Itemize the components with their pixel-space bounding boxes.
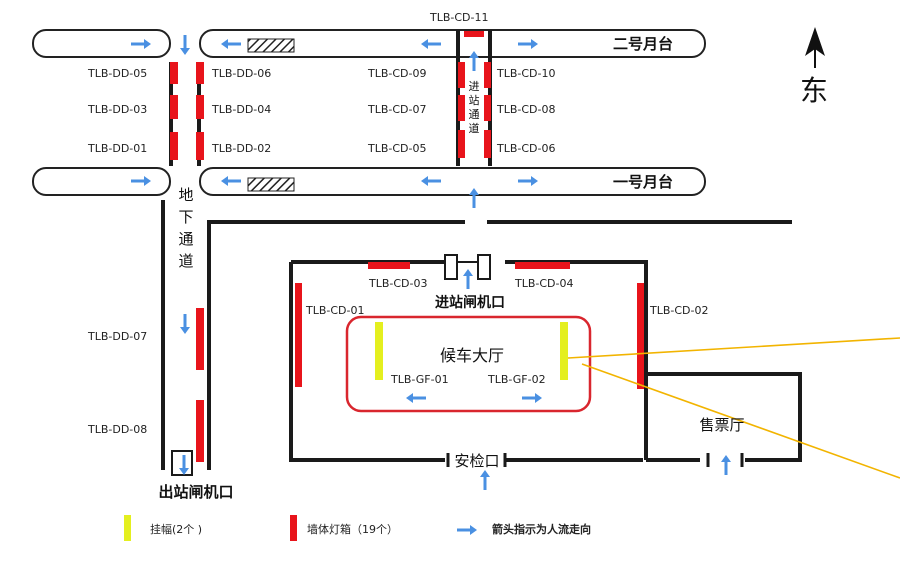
label-cd03: TLB-CD-03: [368, 277, 427, 290]
svg-text:进: 进: [469, 80, 480, 93]
label-dd01: TLB-DD-01: [87, 142, 147, 155]
walls: [161, 30, 802, 470]
waiting-hall-label: 候车大厅: [440, 346, 504, 365]
legend-arrow-label: 箭头指示为人流走向: [492, 522, 591, 536]
label-cd11: TLB-CD-11: [429, 11, 488, 24]
hatched-block-upper: [247, 38, 295, 53]
label-cd05: TLB-CD-05: [367, 142, 426, 155]
security-gate-marks: [446, 453, 744, 467]
wall-light-cd02: [637, 283, 644, 389]
legend-wall-swatch: [290, 515, 297, 541]
platform-label-lower: 一号月台: [613, 173, 673, 191]
hanging-sign-gf02: [560, 322, 568, 380]
underground-passage-label: 地 下 通 道: [178, 186, 193, 270]
svg-text:通: 通: [178, 230, 193, 248]
wall-light-boxes: [170, 31, 644, 462]
label-cd02: TLB-CD-02: [649, 304, 708, 317]
leader-lines: [567, 337, 900, 479]
wall-light-dd04: [196, 95, 204, 119]
entry-passage-label: 进 站 通 道: [469, 80, 480, 135]
wall-sign-labels: TLB-DD-05 TLB-DD-03 TLB-DD-01 TLB-DD-06 …: [87, 11, 708, 436]
svg-text:道: 道: [469, 121, 480, 135]
wall-light-cd06: [484, 130, 491, 158]
arrow-icon: [478, 468, 492, 492]
wall-light-dd05: [170, 62, 178, 84]
svg-text:通: 通: [469, 108, 480, 121]
arrow-icon: [404, 391, 428, 405]
exit-gate-label: 出站闸机口: [158, 483, 233, 501]
label-cd09: TLB-CD-09: [367, 67, 426, 80]
platform-upper-main: [199, 29, 706, 58]
legend: 挂幅(2个 ) 墙体灯箱（19个） 箭头指示为人流走向: [124, 515, 591, 541]
label-cd01: TLB-CD-01: [305, 304, 364, 317]
wall-light-dd06: [196, 62, 204, 84]
legend-arrow-icon: [455, 523, 479, 537]
wall-light-dd07: [196, 308, 204, 370]
label-cd06: TLB-CD-06: [496, 142, 555, 155]
legend-hanging-swatch: [124, 515, 131, 541]
entry-gate-posts: [444, 254, 491, 280]
wall-light-dd02: [196, 132, 204, 160]
security-check-label: 安检口: [454, 452, 499, 470]
arrow-icon: [178, 312, 192, 336]
wall-light-dd01: [170, 132, 178, 160]
label-cd07: TLB-CD-07: [367, 103, 426, 116]
svg-text:道: 道: [178, 252, 193, 270]
platform-lower-left: [32, 167, 171, 196]
arrow-icon: [719, 453, 733, 477]
wall-light-dd03: [170, 95, 178, 119]
label-gf02: TLB-GF-02: [487, 373, 546, 386]
label-dd05: TLB-DD-05: [87, 67, 147, 80]
label-dd04: TLB-DD-04: [211, 103, 271, 116]
label-gf01: TLB-GF-01: [390, 373, 449, 386]
wall-light-dd08: [196, 400, 204, 462]
legend-wall-label: 墙体灯箱（19个）: [307, 522, 398, 536]
label-dd03: TLB-DD-03: [87, 103, 147, 116]
entry-gate-label: 进站闸机口: [435, 294, 505, 311]
label-dd07: TLB-DD-07: [87, 330, 147, 343]
compass-label: 东: [800, 74, 828, 107]
svg-text:站: 站: [469, 93, 480, 107]
wall-light-cd03: [368, 262, 410, 269]
ticket-hall-label: 售票厅: [699, 416, 744, 434]
wall-light-cd07: [458, 95, 465, 121]
north-arrow-icon: [805, 27, 825, 68]
wall-light-cd01: [295, 283, 302, 387]
wall-light-cd04: [515, 262, 570, 269]
platform-label-upper: 二号月台: [613, 35, 673, 53]
label-cd04: TLB-CD-04: [514, 277, 573, 290]
label-cd10: TLB-CD-10: [496, 67, 555, 80]
waiting-hall-highlight: [345, 315, 592, 413]
legend-hanging-label: 挂幅(2个 ): [150, 522, 202, 536]
arrow-icon: [520, 391, 544, 405]
svg-text:地: 地: [178, 186, 193, 204]
svg-text:下: 下: [178, 208, 193, 226]
platform-lower-main: [199, 167, 706, 196]
wall-light-cd05: [458, 130, 465, 158]
wall-light-cd08: [484, 95, 491, 121]
wall-light-cd09: [458, 62, 465, 88]
label-dd02: TLB-DD-02: [211, 142, 271, 155]
platform-upper-left: [32, 29, 171, 58]
arrow-icon: [178, 33, 192, 57]
label-cd08: TLB-CD-08: [496, 103, 555, 116]
hanging-sign-gf01: [375, 322, 383, 380]
wall-light-cd11: [464, 31, 484, 37]
label-dd08: TLB-DD-08: [87, 423, 147, 436]
label-dd06: TLB-DD-06: [211, 67, 271, 80]
hatched-block-lower: [247, 177, 295, 192]
arrow-icon: [461, 267, 475, 291]
wall-light-cd10: [484, 62, 491, 88]
